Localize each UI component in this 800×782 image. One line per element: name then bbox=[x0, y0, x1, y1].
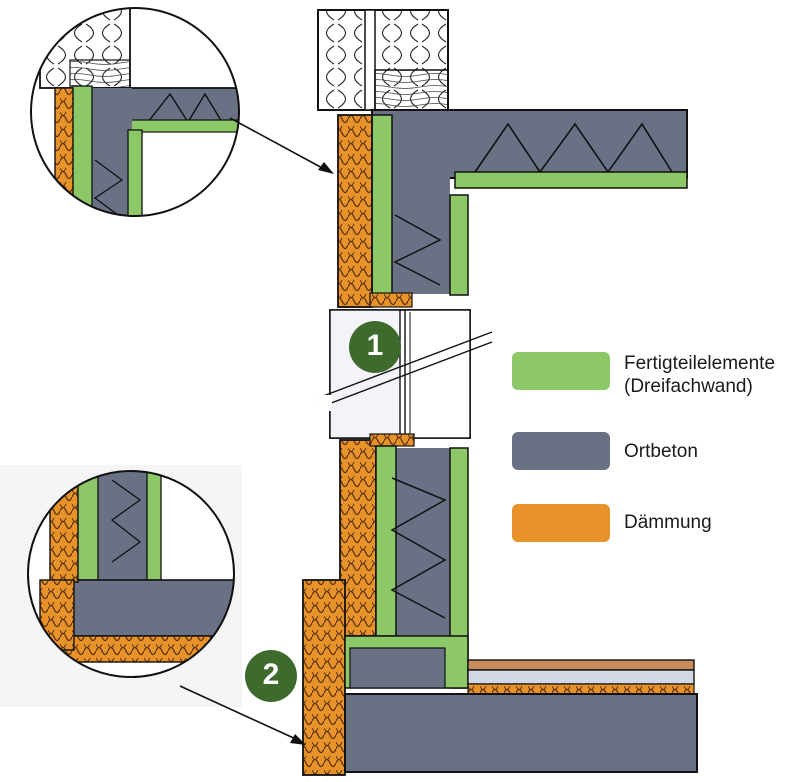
main-section bbox=[302, 9, 698, 776]
legend-label-fertigteil-line2: (Dreifachwand) bbox=[624, 376, 753, 397]
legend-label-ortbeton: Ortbeton bbox=[624, 441, 698, 462]
legend-label-fertigteil-line1: Fertigteilelemente bbox=[624, 353, 776, 374]
base-slab-concrete bbox=[344, 693, 698, 773]
callout-line-1 bbox=[229, 117, 327, 171]
upper-wall-concrete bbox=[390, 118, 450, 294]
detail-circle-1 bbox=[30, 7, 240, 217]
legend-swatch-insulation bbox=[512, 504, 610, 542]
legend-label-daemmung: Dämmung bbox=[624, 512, 712, 533]
floor-layer bbox=[467, 669, 695, 685]
floor-screed bbox=[467, 659, 695, 671]
legend-swatch-green bbox=[512, 352, 610, 390]
lower-insulation-upper bbox=[339, 439, 377, 637]
legend-label-fertigteil: Fertigteilelemente (Dreifachwand) bbox=[624, 352, 775, 398]
lower-insulation-plinth bbox=[302, 579, 346, 776]
callout-line-2 bbox=[179, 685, 299, 741]
detail-circle-2 bbox=[0, 465, 242, 707]
upper-wall-green-outer bbox=[371, 114, 393, 296]
callout-number-2: 2 bbox=[262, 658, 280, 691]
upper-insulation bbox=[337, 114, 373, 308]
upper-slab-green bbox=[454, 171, 688, 189]
upper-wall-green-inner bbox=[449, 194, 469, 296]
callout-badge-1 bbox=[349, 321, 401, 373]
window bbox=[317, 309, 493, 439]
callout-number-1: 1 bbox=[366, 329, 384, 362]
legend bbox=[512, 352, 610, 542]
callout-badge-2 bbox=[245, 650, 297, 702]
legend-swatch-concrete bbox=[512, 432, 610, 470]
lower-wall-green-outer bbox=[375, 445, 397, 637]
